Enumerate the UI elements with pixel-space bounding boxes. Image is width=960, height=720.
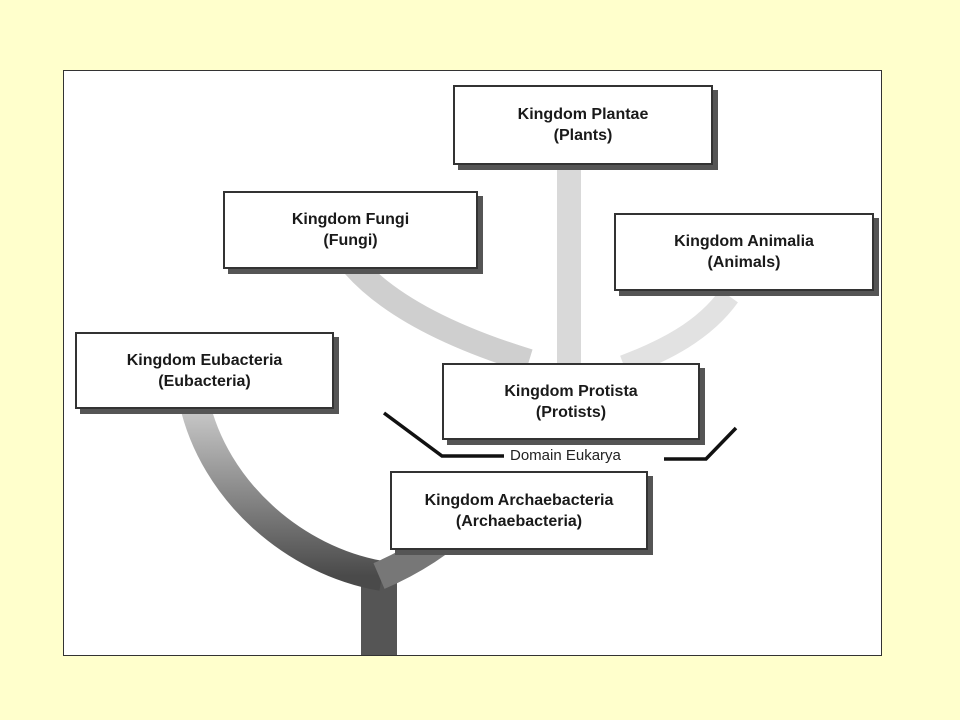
kingdom-plantae-name: Kingdom Plantae bbox=[517, 106, 649, 123]
domain-eukarya-label: Domain Eukarya bbox=[507, 446, 624, 466]
kingdom-eubacteria-common: (Eubacteria) bbox=[158, 372, 251, 390]
domain-bracket-right bbox=[664, 426, 738, 461]
phylogenetic-tree-branches bbox=[179, 166, 738, 655]
kingdom-animalia-common: (Animals) bbox=[707, 254, 781, 271]
kingdom-fungi-name: Kingdom Fungi bbox=[291, 211, 410, 228]
kingdom-plantae-box: Kingdom Plantae (Plants) bbox=[453, 85, 713, 165]
kingdom-fungi-box: Kingdom Fungi (Fungi) bbox=[223, 191, 478, 269]
kingdom-protista-box: Kingdom Protista (Protists) bbox=[442, 363, 700, 440]
eubacteria-branch bbox=[179, 397, 385, 591]
kingdom-eubacteria-box: Kingdom Eubacteria (Eubacteria) bbox=[75, 332, 334, 409]
diagram-panel: Kingdom Plantae (Plants) Kingdom Fungi (… bbox=[63, 70, 882, 656]
fungi-branch bbox=[345, 257, 533, 373]
kingdom-archaebacteria-name: Kingdom Archaebacteria bbox=[424, 491, 614, 509]
kingdom-plantae-common: (Plants) bbox=[553, 127, 613, 144]
kingdom-protista-common: (Protists) bbox=[535, 403, 607, 421]
kingdom-eubacteria-name: Kingdom Eubacteria bbox=[126, 351, 283, 369]
kingdom-archaebacteria-common: (Archaebacteria) bbox=[455, 512, 583, 530]
kingdom-animalia-name: Kingdom Animalia bbox=[674, 233, 814, 250]
domain-bracket-left bbox=[382, 411, 504, 458]
animalia-branch bbox=[620, 289, 738, 377]
kingdom-animalia-box: Kingdom Animalia (Animals) bbox=[614, 213, 874, 291]
kingdom-archaebacteria-box: Kingdom Archaebacteria (Archaebacteria) bbox=[390, 471, 648, 550]
kingdom-fungi-common: (Fungi) bbox=[323, 232, 378, 249]
kingdom-protista-name: Kingdom Protista bbox=[504, 382, 638, 400]
